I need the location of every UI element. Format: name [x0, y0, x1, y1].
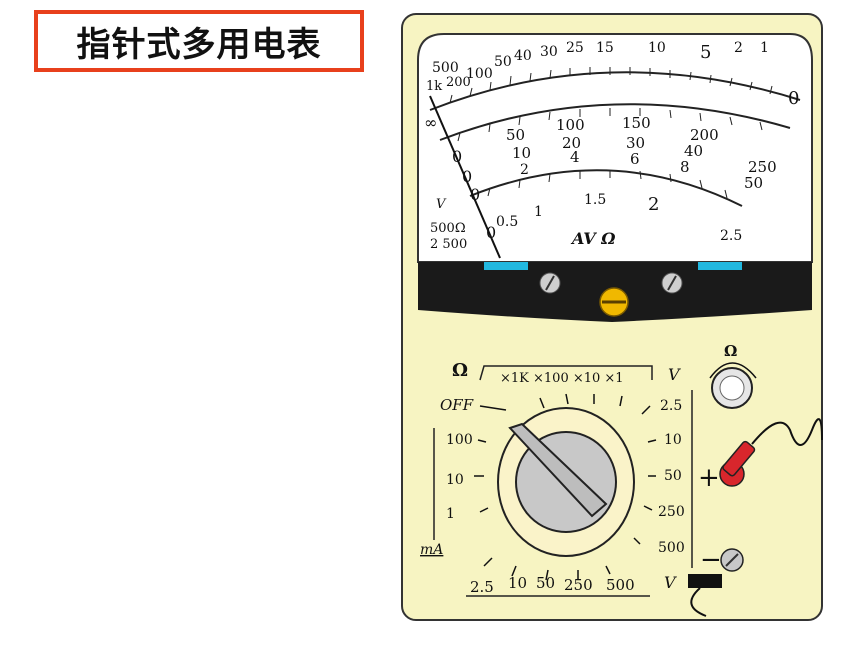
ac-extra-label: 1	[534, 204, 543, 220]
v-ac-range: 50	[536, 574, 555, 592]
ohm-adjust-knob-cap	[719, 375, 745, 401]
brand-label: AV Ω	[570, 229, 616, 248]
v-dc-range: 50	[664, 468, 682, 484]
black-probe-lead	[690, 587, 707, 617]
ac-label: 2.5	[720, 228, 742, 244]
selector-pointer[interactable]	[508, 422, 608, 518]
ohm-ticks	[449, 67, 773, 104]
ohm-label: 500	[432, 60, 459, 76]
minus-terminal-slot	[725, 553, 739, 567]
left-scale-label: 2 500	[430, 237, 467, 252]
ma-range: 10	[446, 472, 464, 488]
dc-ticks	[457, 108, 763, 142]
dial-ticks	[474, 393, 657, 581]
meter-needle	[429, 95, 501, 259]
dc-top-label: 250	[748, 158, 777, 176]
ohm-ranges: ×1K ×100 ×10 ×1	[500, 371, 624, 386]
left-scale-label: 200	[446, 75, 471, 90]
screw-left-icon	[539, 272, 561, 294]
ohm-symbol: Ω	[452, 360, 468, 381]
zero-label: 0	[486, 223, 496, 242]
dc-low-label: 8	[680, 158, 690, 176]
v-ac-range: 10	[508, 574, 527, 592]
slot-right	[698, 262, 742, 270]
ma-range: 1	[446, 506, 455, 522]
ac-label: 1.5	[584, 192, 606, 208]
ohm-adjust-arrow	[709, 362, 757, 379]
ohm-label: 25	[566, 40, 584, 56]
mechanical-zero-screw[interactable]	[599, 287, 629, 317]
dc-mid-label: 50	[744, 174, 763, 192]
ohm-scale-arc	[429, 71, 801, 111]
zero-label: 0	[470, 185, 480, 204]
dc-mid-label: 50	[506, 126, 525, 144]
ac-extra-label: 0.5	[496, 214, 518, 230]
zero-label: 0	[462, 167, 472, 186]
ma-label: mA	[420, 542, 443, 558]
dc-top-label: 150	[622, 114, 651, 132]
title-frame: 指针式多用电表	[34, 10, 364, 72]
v-dc-range: 10	[664, 432, 682, 448]
off-label: OFF	[440, 396, 474, 414]
v-dc-range: 2.5	[660, 398, 682, 414]
left-scale-label: V	[436, 197, 447, 212]
ohm-label: 10	[648, 40, 666, 56]
ac-label: 2	[648, 194, 659, 215]
slot-left	[484, 262, 528, 270]
ohm-label: 1	[760, 40, 769, 56]
ohm-label: 30	[540, 44, 558, 60]
dc-low-label: 6	[630, 150, 640, 168]
v-ac-range: 2.5	[470, 578, 494, 596]
ohm-label: 100	[466, 66, 493, 82]
ohm-label: 0	[788, 88, 799, 109]
plus-terminal-label: +	[698, 463, 720, 493]
screw-right-icon	[661, 272, 683, 294]
ohm-range-bracket	[479, 365, 653, 381]
black-probe-plug	[688, 574, 722, 588]
dc-top-label: 200	[690, 126, 719, 144]
ohm-label: 15	[596, 40, 614, 56]
ohm-label: 2	[734, 40, 743, 56]
infinity-label: ∞	[424, 113, 437, 132]
dc-mid-label: 40	[684, 142, 703, 160]
v-ac-range: 250	[564, 576, 593, 594]
v-label-bottom: V	[664, 573, 677, 592]
ohm-label: 40	[514, 48, 532, 64]
ac-ticks	[487, 170, 728, 199]
off-tick	[479, 405, 507, 411]
left-scale-label: 1k	[426, 79, 442, 94]
dc-low-label: 4	[570, 148, 580, 166]
ac-scale-arc	[469, 169, 743, 207]
dc-scale-arc	[439, 103, 791, 141]
dc-top-label: 100	[556, 116, 585, 134]
dc-mid-label: 30	[626, 134, 645, 152]
red-probe-plug	[722, 440, 756, 477]
dc-mid-label: 20	[562, 134, 581, 152]
ma-range: 100	[446, 432, 473, 448]
ohm-label: 50	[494, 54, 512, 70]
left-scale-label: 500Ω	[430, 221, 466, 236]
v-ac-range: 500	[606, 576, 635, 594]
dc-low-label: 10	[512, 144, 531, 162]
minus-terminal-label: −	[700, 545, 722, 575]
ohm-label: 5	[700, 42, 711, 63]
scale-window	[417, 33, 813, 263]
v-dc-range: 500	[658, 540, 685, 556]
ohm-adjust-label: Ω	[724, 342, 737, 360]
v-dc-range: 250	[658, 504, 685, 520]
page-title: 指针式多用电表	[76, 24, 322, 65]
ac-label: 2	[520, 162, 529, 178]
v-label-top: V	[668, 365, 681, 384]
red-probe-lead	[751, 418, 823, 446]
